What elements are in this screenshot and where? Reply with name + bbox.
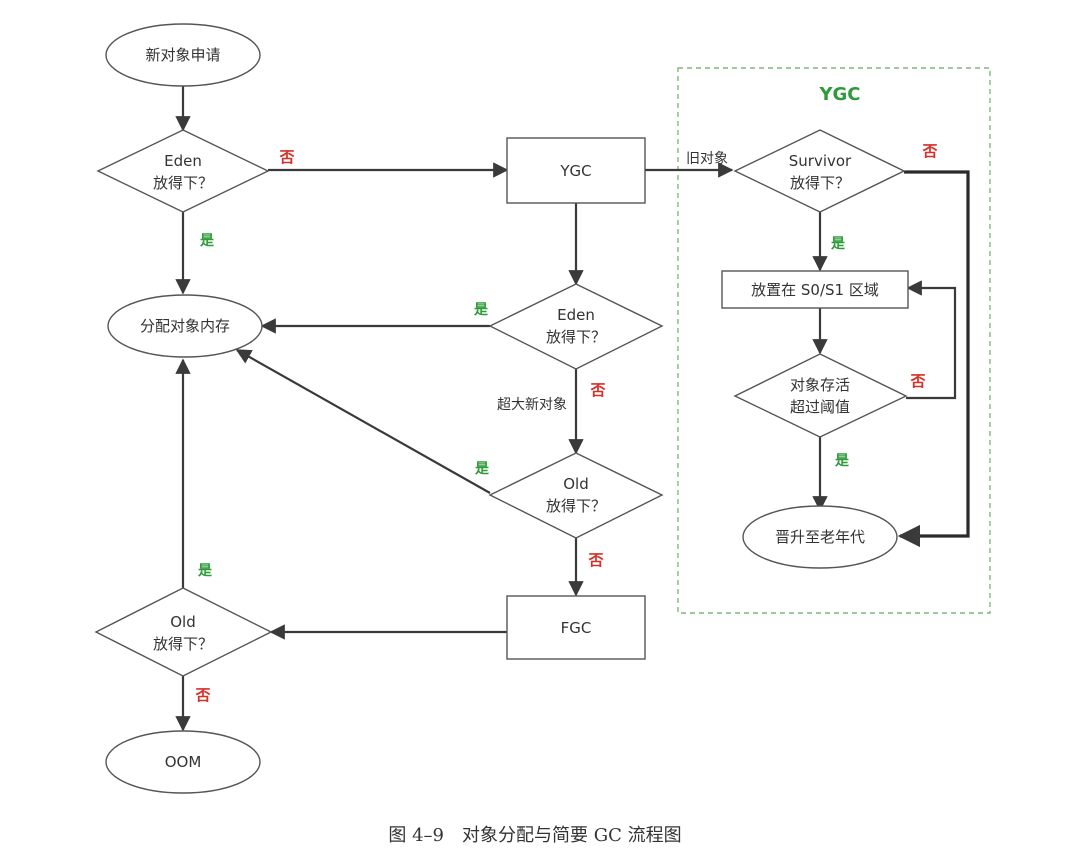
node-age-check (733, 353, 908, 438)
node-new-object (105, 23, 261, 87)
figure-caption: 图 4–9 对象分配与简要 GC 流程图 (388, 825, 681, 846)
node-survivor-check-line2: 放得下？ (790, 174, 850, 192)
edge-survivor-to-promote (897, 170, 970, 548)
node-old-check-2-line2: 放得下？ (153, 635, 213, 653)
node-eden-check-2 (488, 283, 664, 370)
node-fgc (506, 595, 646, 660)
node-old-check-1 (488, 452, 664, 539)
node-oom (105, 730, 261, 794)
label-yes-old2: 是 (198, 563, 213, 579)
node-allocate-memory (107, 294, 263, 358)
node-eden-check-2-line1: Eden (557, 306, 595, 324)
node-age-check-line1: 对象存活 (790, 376, 850, 394)
label-no-eden2: 否 (589, 381, 605, 399)
label-yes-old1: 是 (475, 461, 490, 477)
node-oom-label: OOM (165, 753, 202, 771)
ygc-region-title: YGC (818, 84, 860, 105)
node-place-s0-s1 (721, 270, 909, 309)
label-no-eden1: 否 (278, 148, 294, 166)
label-no-old1: 否 (587, 551, 603, 569)
label-no-age: 否 (909, 372, 925, 390)
node-fgc-label: FGC (561, 619, 592, 637)
node-old-check-2-line1: Old (170, 613, 196, 631)
node-promote-old (742, 505, 898, 569)
node-old-check-1-line1: Old (563, 475, 589, 493)
label-yes-eden2: 是 (474, 302, 489, 318)
edge-old1-to-allocate (235, 349, 491, 494)
label-yes-age: 是 (835, 453, 850, 469)
ygc-region (677, 67, 991, 614)
node-allocate-memory-label: 分配对象内存 (140, 317, 230, 335)
node-eden-check-1-line1: Eden (164, 152, 202, 170)
label-yes-eden1: 是 (200, 233, 215, 249)
node-eden-check-1-line2: 放得下？ (153, 174, 213, 192)
edge-age-to-place-loop (906, 280, 957, 400)
node-survivor-check-line1: Survivor (789, 152, 852, 170)
node-ygc-label: YGC (559, 162, 591, 180)
label-yes-survivor: 是 (831, 236, 846, 252)
node-ygc (506, 137, 646, 204)
node-place-s0-s1-label: 放置在 S0/S1 区域 (751, 281, 879, 299)
label-no-survivor: 否 (921, 142, 937, 160)
label-old-object: 旧对象 (686, 151, 728, 167)
node-new-object-label: 新对象申请 (145, 46, 220, 64)
node-promote-old-label: 晋升至老年代 (775, 528, 865, 546)
node-age-check-line2: 超过阈值 (790, 398, 850, 416)
node-survivor-check (733, 129, 906, 213)
label-huge-object: 超大新对象 (497, 397, 567, 413)
node-old-check-1-line2: 放得下？ (546, 497, 606, 515)
node-eden-check-1 (96, 129, 270, 213)
label-no-old2: 否 (194, 686, 210, 704)
node-eden-check-2-line2: 放得下？ (546, 328, 606, 346)
node-old-check-2 (94, 587, 273, 677)
